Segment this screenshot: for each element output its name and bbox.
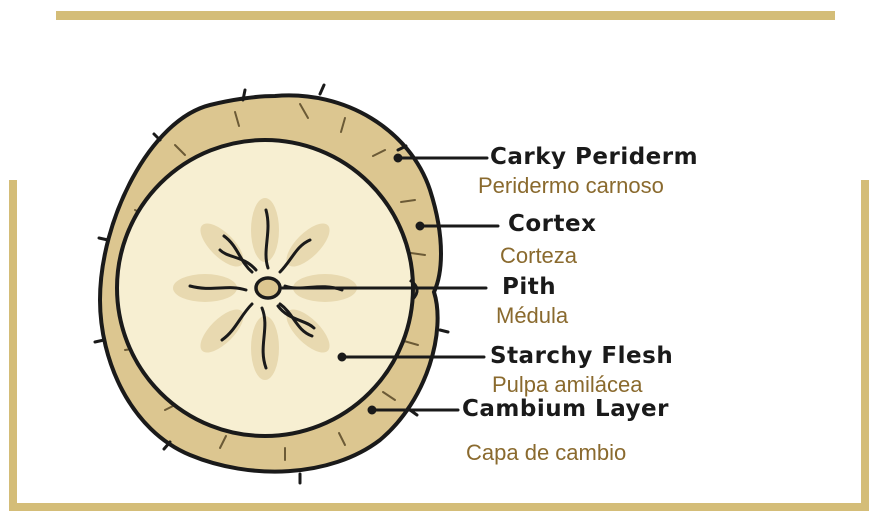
label-starchy-flesh: Starchy Flesh (490, 345, 673, 368)
label-pulpa-amilacea: Pulpa amilácea (492, 374, 642, 396)
label-capa-de-cambio: Capa de cambio (466, 442, 626, 464)
left-frame-bar (9, 180, 17, 509)
bottom-frame-bar (9, 503, 869, 511)
dot-cortex (417, 223, 423, 229)
banana-slice (95, 85, 448, 483)
label-pith: Pith (502, 276, 556, 299)
pith (256, 278, 280, 298)
label-peridermo-carnoso: Peridermo carnoso (478, 175, 664, 197)
top-frame-bar (56, 11, 835, 20)
right-frame-bar (861, 180, 869, 509)
dot-periderm (395, 155, 401, 161)
label-cortex: Cortex (508, 213, 596, 236)
dot-flesh (339, 354, 345, 360)
label-carky-periderm: Carky Periderm (490, 146, 698, 169)
label-cambium-layer: Cambium Layer (462, 398, 669, 421)
label-corteza: Corteza (500, 245, 577, 267)
label-medula: Médula (496, 305, 568, 327)
dot-cambium (369, 407, 375, 413)
